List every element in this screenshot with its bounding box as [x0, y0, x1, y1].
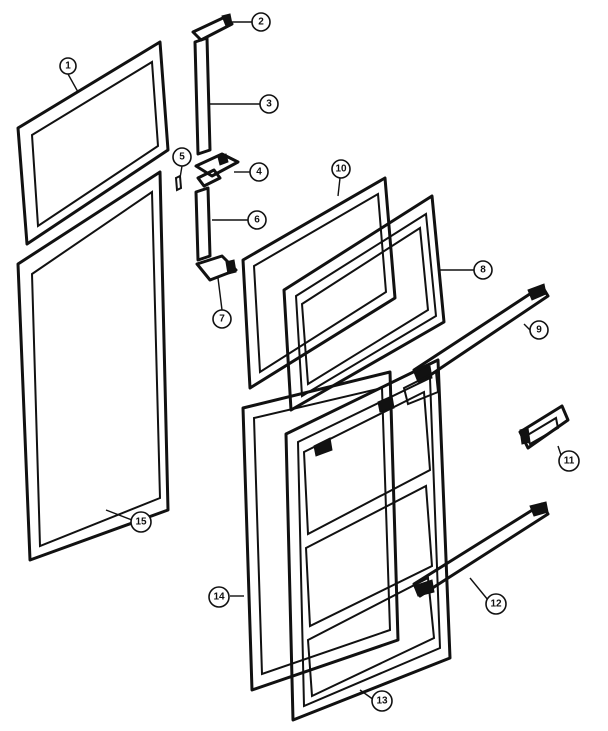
callout-1-label: 1 — [65, 61, 71, 72]
part-10-freezer-gasket — [241, 176, 397, 390]
callout-11: 11 — [558, 450, 580, 472]
part-2-top-hinge — [191, 13, 234, 42]
part-5-hinge-pin — [174, 174, 183, 192]
callout-3: 3 — [259, 94, 279, 114]
callout-15-label: 15 — [135, 517, 147, 528]
callout-9: 9 — [529, 320, 549, 340]
part-7-bottom-hinge — [195, 254, 238, 282]
callout-10: 10 — [331, 159, 351, 179]
callout-4: 4 — [249, 162, 269, 182]
part-13-fresh-food-door-liner — [284, 358, 452, 722]
callout-3-label: 3 — [266, 99, 272, 110]
callout-13: 13 — [371, 690, 393, 712]
callout-15: 15 — [130, 511, 152, 533]
callout-7: 7 — [212, 309, 232, 329]
callout-9-label: 9 — [536, 325, 542, 336]
callout-4-label: 4 — [256, 167, 262, 178]
callout-14-label: 14 — [213, 592, 225, 603]
callout-2: 2 — [251, 12, 271, 32]
part-15-fresh-food-gasket — [16, 170, 170, 562]
part-11-shelf-end-cap — [518, 404, 570, 450]
part-8-freezer-door-liner — [282, 194, 446, 412]
callout-5-label: 5 — [179, 152, 185, 163]
callout-8: 8 — [473, 260, 493, 280]
callout-8-label: 8 — [480, 265, 486, 276]
part-1-freezer-gasket — [16, 40, 170, 246]
callout-13-label: 13 — [376, 696, 388, 707]
callout-10-label: 10 — [335, 164, 347, 175]
callout-6-label: 6 — [254, 215, 260, 226]
callout-12: 12 — [485, 593, 507, 615]
part-3-upper-trim — [193, 36, 212, 156]
callout-11-label: 11 — [564, 456, 575, 467]
part-9-freezer-shelf — [412, 283, 550, 384]
callout-14: 14 — [208, 586, 230, 608]
callout-7-label: 7 — [219, 314, 225, 325]
callout-12-label: 12 — [490, 599, 502, 610]
callout-1: 1 — [59, 57, 77, 75]
leader-lines — [67, 21, 563, 701]
part-12-fresh-food-shelf — [412, 501, 550, 598]
part-6-lower-trim — [194, 186, 212, 262]
part-4-center-hinge — [194, 152, 240, 188]
part-14-fresh-food-gasket — [241, 370, 400, 692]
callout-6: 6 — [247, 210, 267, 230]
callout-5: 5 — [172, 147, 192, 167]
callout-2-label: 2 — [258, 17, 264, 28]
